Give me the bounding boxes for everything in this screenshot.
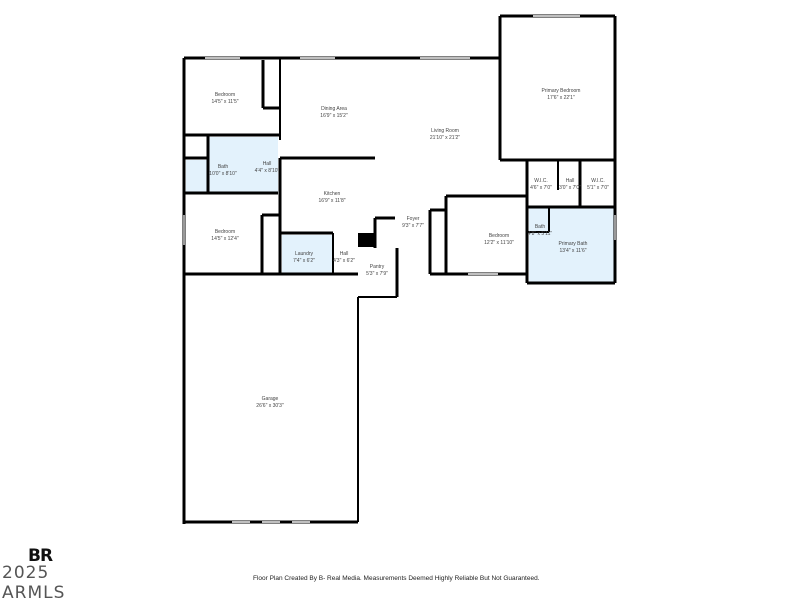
room-dimensions: 4'3" x 6'2" (333, 258, 355, 264)
logo-mark: BR (28, 546, 53, 566)
room-dimensions: 5'1" x 7'0" (587, 185, 609, 191)
room-name: Bedroom (488, 233, 510, 239)
room-name: W.I.C. (534, 178, 548, 184)
room-name: Garage (261, 396, 279, 402)
room-dimensions: 4'8" x 5'11" (527, 231, 553, 237)
room-name: Hall (565, 178, 575, 184)
room-dimensions: 4'4" x 8'10" (254, 168, 280, 174)
room-name: Dining Area (321, 106, 347, 112)
disclaimer: Floor Plan Created By B- Real Media. Mea… (253, 575, 540, 582)
room-name: Living Room (431, 128, 459, 134)
room-name: Pantry (369, 264, 385, 270)
room-dimensions: 10'0" x 8'10" (209, 171, 237, 177)
room-label: W.I.C.4'6" x 7'0" (530, 178, 552, 192)
room-dimensions: 16'9" x 15'2" (320, 113, 348, 119)
wet-room-fill (186, 160, 208, 193)
room-name: Bedroom (214, 229, 236, 235)
room-name: Hall (262, 161, 272, 167)
room-name: Bedroom (214, 92, 236, 98)
logo-text: 2025 ARMLS (2, 563, 66, 603)
room-name: Laundry (294, 251, 314, 257)
room-dimensions: 3'0" x 7'0" (559, 185, 581, 191)
room-dimensions: 14'5" x 12'4" (211, 236, 239, 242)
room-dimensions: 7'4" x 6'2" (293, 258, 315, 264)
wet-room-fill (208, 137, 278, 193)
room-name: Hall (339, 251, 349, 257)
room-name: Bath (217, 164, 229, 170)
room-dimensions: 4'6" x 7'0" (530, 185, 552, 191)
room-dimensions: 9'3" x 7'7" (402, 223, 424, 229)
column (358, 233, 375, 247)
room-label: W.I.C.5'1" x 7'0" (587, 178, 609, 192)
wet-room-fill (282, 235, 333, 274)
room-name: Bath (534, 224, 546, 230)
room-name: Foyer (406, 216, 420, 222)
room-dimensions: 21'10" x 21'2" (429, 135, 461, 141)
room-dimensions: 14'5" x 11'5" (211, 99, 239, 105)
room-name: Kitchen (323, 191, 341, 197)
room-dimensions: 16'9" x 11'8" (318, 198, 346, 204)
room-name: W.I.C. (591, 178, 605, 184)
room-dimensions: 17'6" x 22'1" (547, 95, 575, 101)
room-dimensions: 26'6" x 30'3" (256, 403, 284, 409)
room-dimensions: 5'3" x 7'9" (366, 271, 388, 277)
room-dimensions: 13'4" x 11'6" (559, 248, 587, 254)
wet-room-fill (529, 208, 615, 283)
room-name: Primary Bedroom (541, 88, 581, 94)
room-name: Primary Bath (558, 241, 588, 247)
room-dimensions: 12'2" x 11'10" (484, 240, 514, 246)
